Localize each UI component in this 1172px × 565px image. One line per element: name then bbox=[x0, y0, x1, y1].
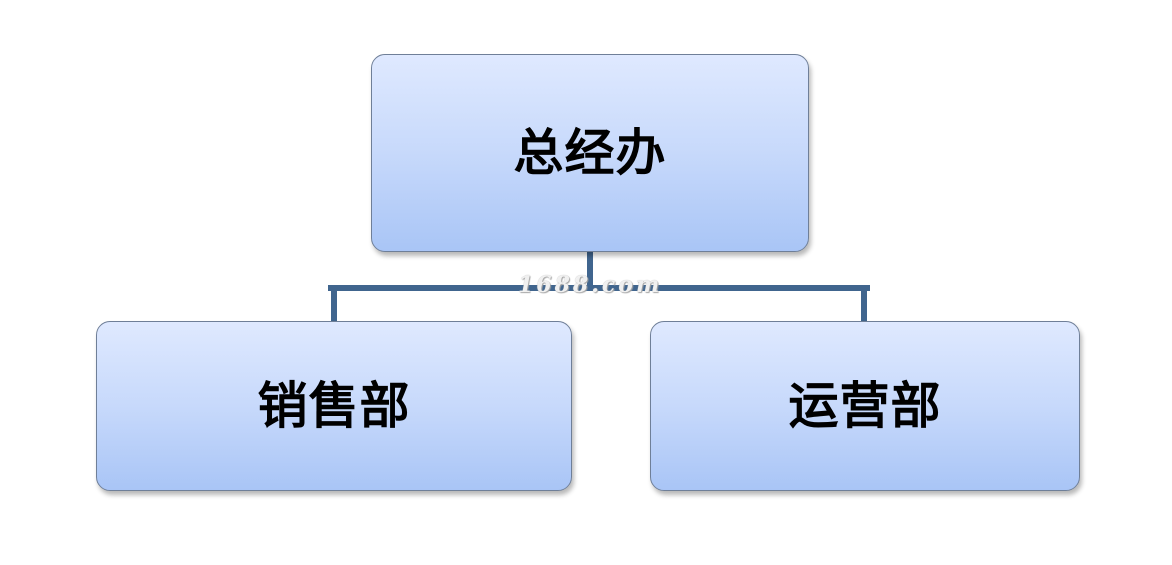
watermark: 1688.com bbox=[518, 272, 663, 298]
node-sales-department[interactable]: 销售部 bbox=[96, 321, 572, 491]
node-general-office[interactable]: 总经办 bbox=[371, 54, 809, 252]
node-label: 总经办 bbox=[513, 124, 667, 182]
node-operations-department[interactable]: 运营部 bbox=[650, 321, 1080, 491]
node-label: 销售部 bbox=[257, 377, 411, 435]
node-label: 运营部 bbox=[788, 377, 942, 435]
